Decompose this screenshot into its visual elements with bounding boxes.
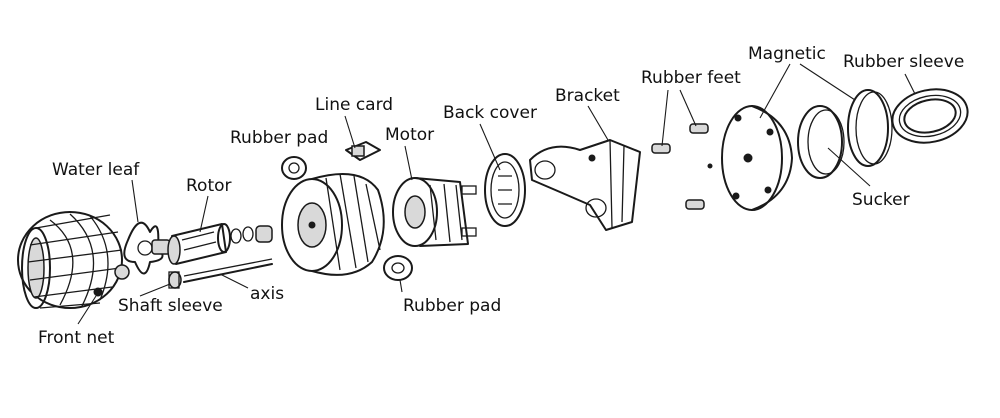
leader-rubber-feet-2 [679,89,697,127]
front-net-part [17,211,123,309]
label-back-cover: Back cover [443,103,537,123]
leader-rubber-feet-1 [661,89,669,147]
leader-rubber-pad-bottom [399,279,403,293]
rotor-part [167,223,273,265]
leader-rotor [199,195,209,233]
label-water-leaf: Water leaf [52,160,140,180]
label-rubber-pad-bottom: Rubber pad [403,296,502,316]
label-motor: Motor [385,125,435,145]
rubber-pad-bottom-part [383,255,413,281]
motor-part [392,177,477,247]
sucker-part [797,105,845,179]
label-line-card: Line card [315,95,394,115]
rubber-pad-top-part [281,156,307,180]
magnetic-part [721,105,793,211]
bracket-part [529,139,641,231]
rubber-sleeve-ring-part [847,89,893,167]
line-card-part [345,141,381,161]
leader-line-card [344,115,356,149]
water-leaf-part [123,221,171,275]
leader-motor [404,145,413,181]
back-cover-part [484,153,526,227]
label-rubber-pad-top: Rubber pad [230,128,329,148]
shaft-sleeve-part [114,264,182,289]
housing-part [281,173,385,276]
axis-part [183,258,273,283]
leader-magnetic-1 [759,63,791,119]
leader-shaft-sleeve [139,283,171,297]
leader-bracket [587,105,609,141]
label-axis: axis [250,284,285,304]
leader-magnetic-2 [799,63,856,101]
leader-axis [219,273,249,289]
leader-back-cover [479,123,501,171]
leader-rubber-sleeve [904,73,916,95]
label-magnetic: Magnetic [748,44,826,64]
label-rotor: Rotor [186,176,232,196]
rubber-sleeve-part [891,88,969,144]
rubber-feet-part [651,123,713,210]
leader-lines [77,63,916,325]
label-shaft-sleeve: Shaft sleeve [118,296,223,316]
label-sucker: Sucker [852,190,910,210]
label-bracket: Bracket [555,86,620,106]
leader-water-leaf [131,179,139,223]
label-rubber-feet: Rubber feet [641,68,741,88]
label-front-net: Front net [38,328,115,348]
leader-front-net [77,295,97,325]
label-rubber-sleeve: Rubber sleeve [843,52,965,72]
leader-sucker [827,147,871,187]
